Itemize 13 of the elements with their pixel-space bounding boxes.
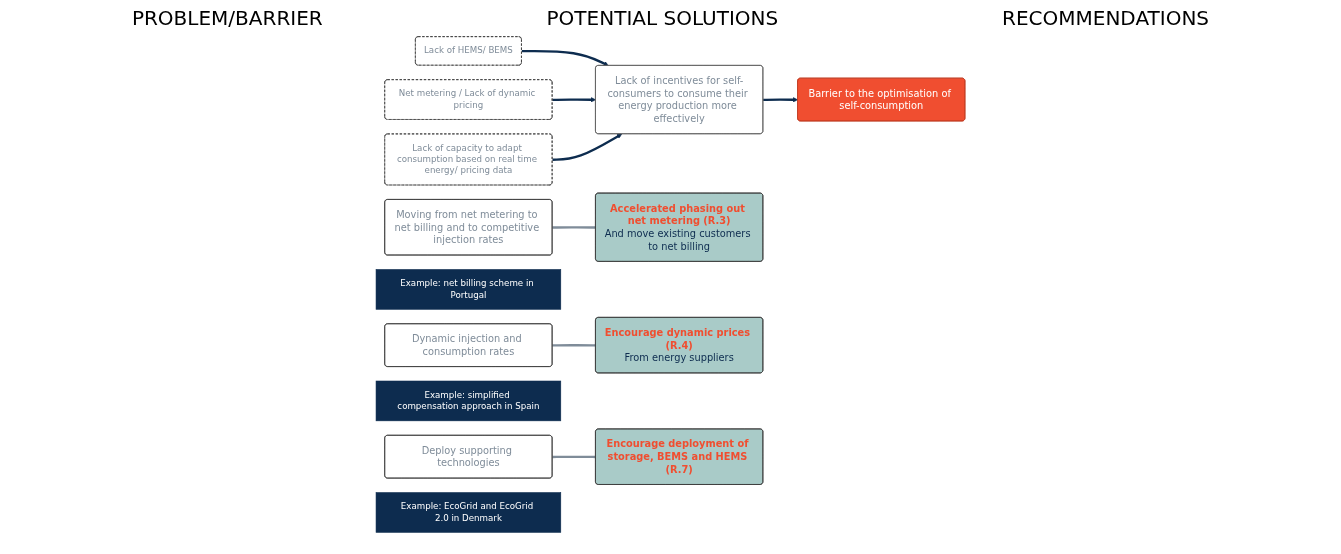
- column-heading: PROBLEM/BARRIER: [131, 6, 323, 30]
- column-heading: POTENTIAL SOLUTIONS: [546, 6, 779, 30]
- connector: [552, 226, 596, 229]
- arrow: [763, 97, 799, 103]
- connector: [552, 455, 596, 459]
- node-box: Example: simplified compensation approach in Spain: [375, 380, 562, 422]
- connector: [552, 344, 596, 347]
- arrow: [552, 133, 623, 161]
- node-box: Example: EcoGrid and EcoGrid 2.0 in Denmark: [375, 492, 562, 533]
- arrow: [521, 49, 609, 66]
- node-box: Example: net billing scheme in Portugal: [375, 269, 562, 310]
- arrow: [552, 97, 596, 103]
- column-heading: RECOMMENDATIONS: [1002, 6, 1210, 30]
